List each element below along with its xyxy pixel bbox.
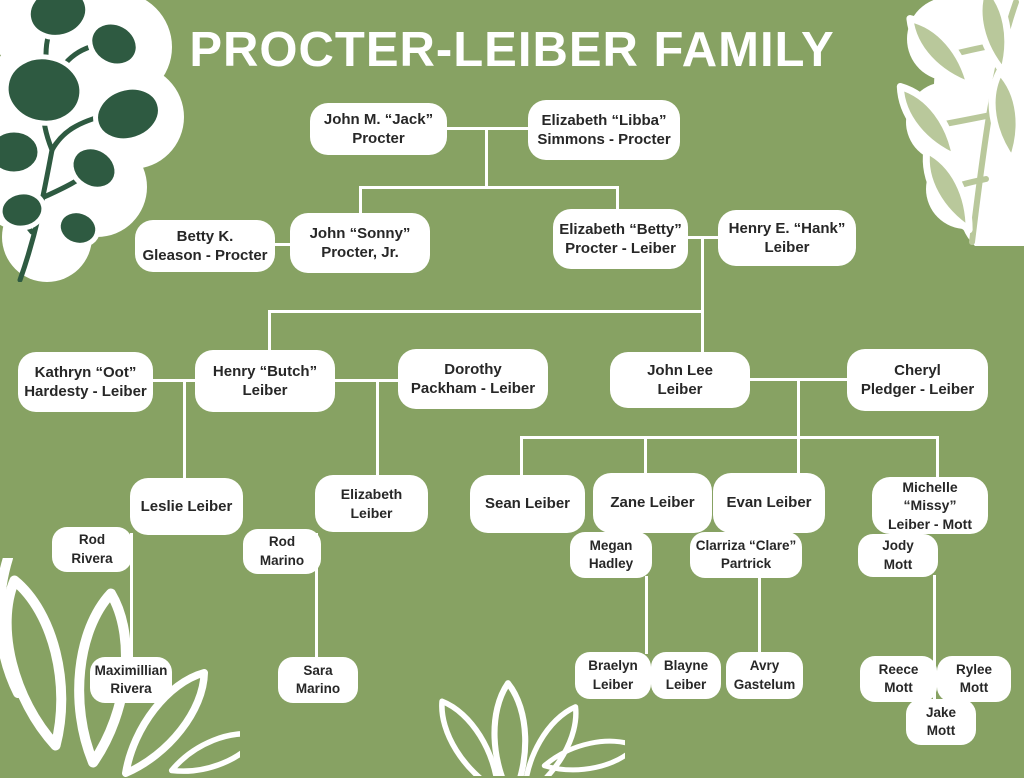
connector-drop-michelle xyxy=(936,436,939,479)
person-box-jack: John M. “Jack” Procter xyxy=(310,103,447,155)
family-tree-title: PROCTER-LEIBER FAMILY xyxy=(189,23,835,77)
connector-gen4-bar xyxy=(520,436,939,439)
connector-drop-braelyn-blayne xyxy=(645,576,648,654)
person-box-clarriza: Clarriza “Clare” Partrick xyxy=(690,532,802,578)
person-box-rod-marino: Rod Marino xyxy=(243,529,321,574)
person-box-braelyn: Braelyn Leiber xyxy=(575,652,651,699)
person-box-cheryl: Cheryl Pledger - Leiber xyxy=(847,349,988,411)
person-box-maximillian: Maximillian Rivera xyxy=(90,657,172,703)
person-box-hank: Henry E. “Hank” Leiber xyxy=(718,210,856,266)
connector-drop-leslie xyxy=(183,379,186,480)
connector-kathryn-butch xyxy=(150,379,198,382)
person-box-elizabeth: Elizabeth Leiber xyxy=(315,475,428,532)
person-box-sara: Sara Marino xyxy=(278,657,358,703)
connector-drop-zane xyxy=(644,436,647,475)
person-box-kathryn: Kathryn “Oot” Hardesty - Leiber xyxy=(18,352,153,412)
connector-drop-sean xyxy=(520,436,523,477)
person-box-rod-rivera: Rod Rivera xyxy=(52,527,132,572)
connector-gen1-drop xyxy=(485,128,488,188)
person-box-avry: Avry Gastelum xyxy=(726,652,803,699)
person-box-butch: Henry “Butch” Leiber xyxy=(195,350,335,412)
connector-drop-jake xyxy=(933,575,936,701)
connector-drop-elizabeth xyxy=(376,379,379,477)
connector-gen2-bar xyxy=(359,186,619,189)
person-box-michelle: Michelle “Missy” Leiber - Mott xyxy=(872,477,988,534)
person-box-zane: Zane Leiber xyxy=(593,473,712,533)
connector-drop-butch xyxy=(268,310,271,352)
person-box-reece: Reece Mott xyxy=(860,656,937,702)
person-box-evan: Evan Leiber xyxy=(713,473,825,533)
person-box-rylee: Rylee Mott xyxy=(937,656,1011,702)
person-box-betty-leiber: Elizabeth “Betty” Procter - Leiber xyxy=(553,209,688,269)
connector-gleason-sonny xyxy=(272,243,294,246)
connector-drop-maximillian xyxy=(130,533,133,659)
person-box-megan: Megan Hadley xyxy=(570,532,652,578)
connector-butch-dorothy xyxy=(333,379,400,382)
person-box-jake: Jake Mott xyxy=(906,699,976,745)
connector-betty-hank-drop xyxy=(701,236,704,312)
connector-drop-sonny xyxy=(359,186,362,216)
connector-drop-betty xyxy=(616,186,619,212)
person-box-blayne: Blayne Leiber xyxy=(651,652,721,699)
person-box-sonny: John “Sonny” Procter, Jr. xyxy=(290,213,430,273)
person-box-sean: Sean Leiber xyxy=(470,475,585,533)
connector-drop-sara xyxy=(315,533,318,659)
person-box-betty-gleason: Betty K. Gleason - Procter xyxy=(135,220,275,272)
person-box-jody: Jody Mott xyxy=(858,534,938,577)
person-box-dorothy: Dorothy Packham - Leiber xyxy=(398,349,548,409)
person-box-john-lee: John Lee Leiber xyxy=(610,352,750,408)
person-box-libba: Elizabeth “Libba” Simmons - Procter xyxy=(528,100,680,160)
connector-drop-avry xyxy=(758,576,761,654)
connector-drop-johnlee xyxy=(701,310,704,354)
connector-gen3-bar xyxy=(268,310,704,313)
connector-drop-evan xyxy=(797,378,800,475)
person-box-leslie: Leslie Leiber xyxy=(130,478,243,535)
